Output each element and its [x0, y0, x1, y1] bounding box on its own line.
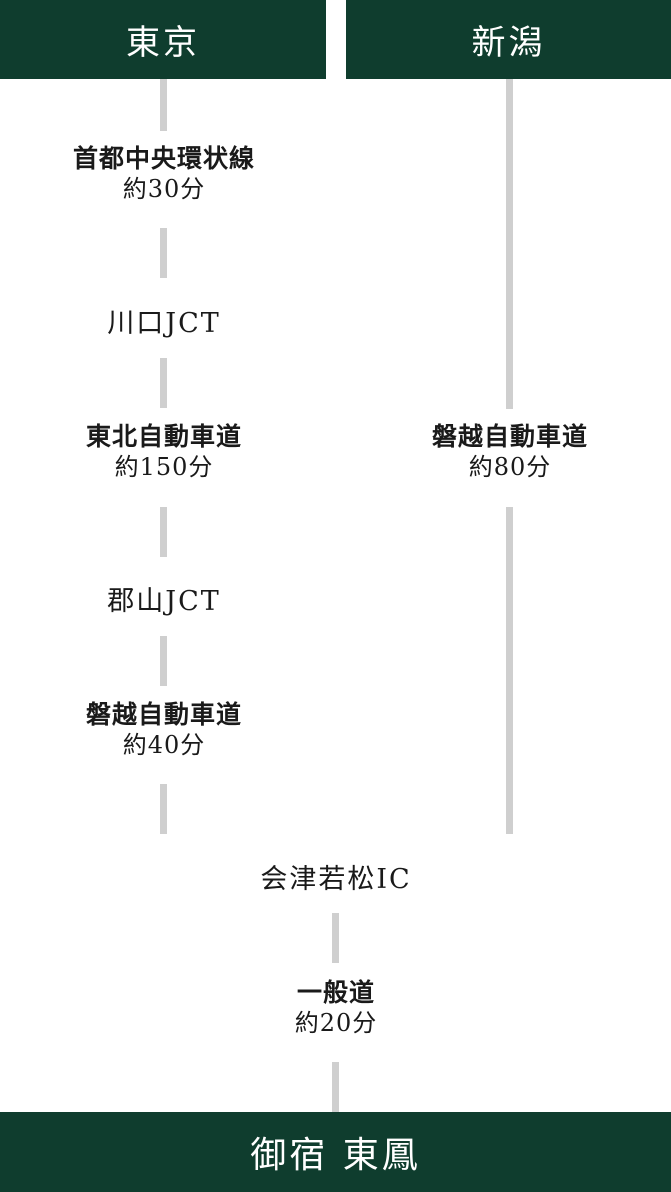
right-segment1-road: 磐越自動車道 — [431, 422, 588, 451]
connector-line — [506, 79, 513, 409]
origin-tokyo-label: 東京 — [126, 23, 200, 63]
left-segment2-road: 東北自動車道 — [85, 422, 242, 451]
connector-line — [160, 507, 167, 557]
origin-niigata-box: 新潟 — [346, 0, 671, 79]
left-segment3-label: 磐越自動車道 約40分 — [34, 699, 294, 760]
origin-tokyo-box: 東京 — [0, 0, 326, 79]
merge-aizuwakamatsu-ic: 会津若松IC — [260, 864, 412, 895]
right-segment1-time: 約80分 — [468, 453, 552, 482]
final-segment-road: 一般道 — [296, 978, 375, 1007]
right-segment1-label: 磐越自動車道 約80分 — [380, 421, 640, 482]
left-segment2-time: 約150分 — [114, 453, 214, 482]
left-segment2-label: 東北自動車道 約150分 — [34, 421, 294, 482]
connector-line — [160, 358, 167, 408]
origin-niigata-label: 新潟 — [471, 23, 546, 63]
left-segment1-road: 首都中央環状線 — [72, 144, 255, 173]
junction-koriyama: 郡山JCT — [107, 586, 221, 617]
destination-label: 御宿 東鳳 — [250, 1135, 421, 1176]
connector-line — [160, 79, 167, 131]
final-segment-time: 約20分 — [294, 1009, 378, 1038]
connector-line — [160, 636, 167, 686]
left-segment1-label: 首都中央環状線 約30分 — [34, 143, 294, 204]
connector-line — [506, 507, 513, 834]
left-segment1-time: 約30分 — [122, 175, 206, 204]
destination-box: 御宿 東鳳 — [0, 1112, 671, 1192]
final-segment-label: 一般道 約20分 — [206, 977, 466, 1038]
left-segment3-road: 磐越自動車道 — [85, 700, 242, 729]
left-segment3-time: 約40分 — [122, 731, 206, 760]
connector-line — [332, 1062, 339, 1112]
connector-line — [160, 228, 167, 278]
connector-line — [332, 913, 339, 963]
junction-kawaguchi: 川口JCT — [107, 308, 221, 339]
connector-line — [160, 784, 167, 834]
